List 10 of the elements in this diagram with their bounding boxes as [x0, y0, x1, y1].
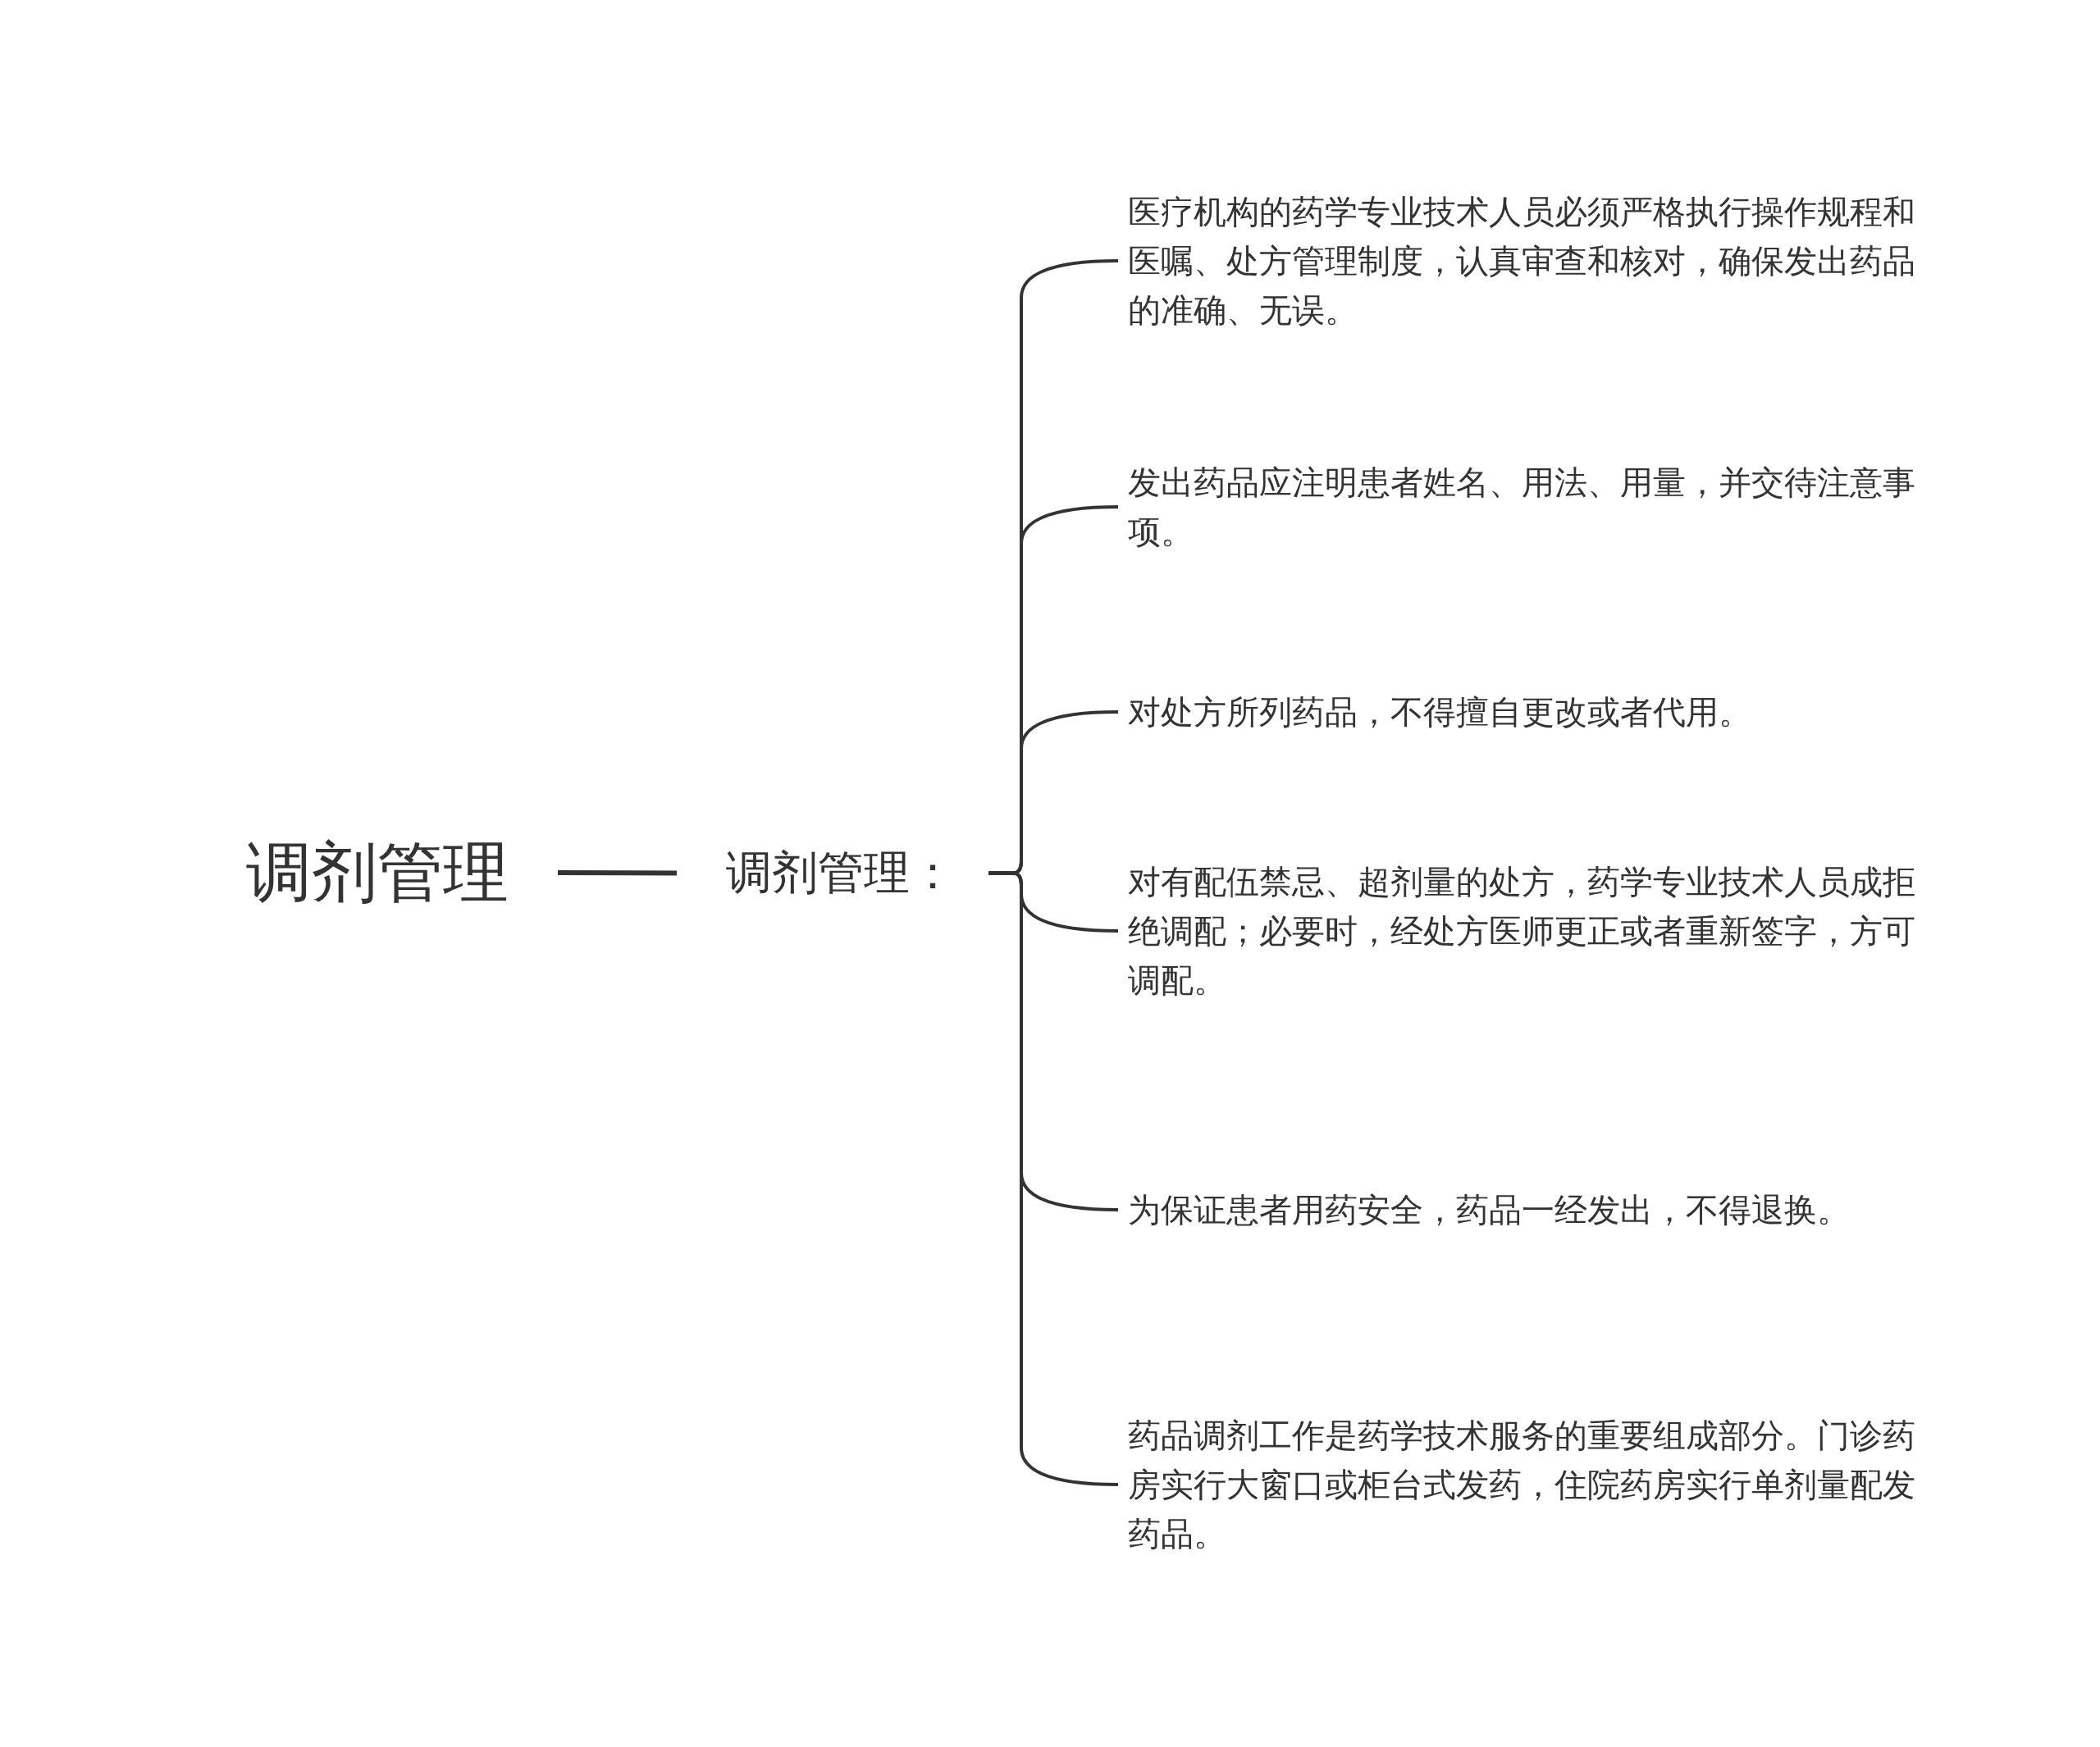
leaf-topic: 发出药品应注明患者姓名、用法、用量，并交待注意事项。	[1128, 458, 1940, 556]
leaf-topic: 对处方所列药品，不得擅自更改或者代用。	[1128, 687, 1940, 737]
root-topic: 调剂管理	[246, 830, 509, 915]
leaf-topic: 为保证患者用药安全，药品一经发出，不得退换。	[1128, 1185, 1940, 1234]
leaf-topic: 对有配伍禁忌、超剂量的处方，药学专业技术人员成拒绝调配；必要时，经处方医师更正或者重新签字，方可调配。	[1128, 857, 1940, 1005]
connector-line	[558, 870, 677, 876]
connector-line	[988, 871, 1119, 1486]
subtopic: 调剂管理：	[726, 843, 956, 903]
leaf-topic: 医疗机构的药学专业技术人员必须严格执行操作规程和医嘱、处方管理制度，认真审查和核对，确保发出药品的准确、无误。	[1128, 187, 1940, 335]
leaf-topic: 药品调剂工作是药学技术服务的重要组成部分。门诊药房实行大窗口或柜台式发药，住院药房实行单剂量配发药品。	[1128, 1411, 1940, 1558]
